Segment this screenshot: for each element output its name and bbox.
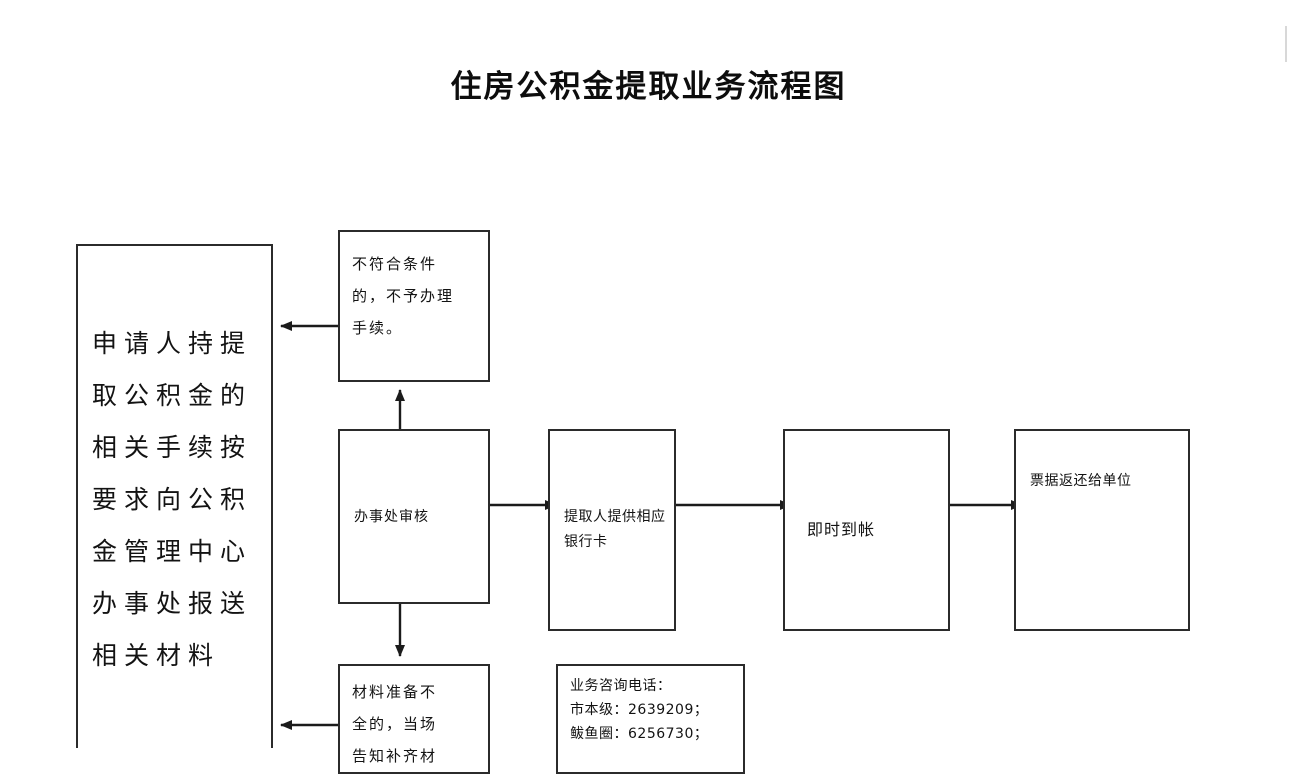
node-label-materials-incomplete: 材料准备不 全的，当场 告知补齐材 (352, 683, 438, 765)
node-label-service-phone-info: 业务咨询电话： 市本级：2639209； 鲅鱼圈：6256730； (570, 678, 709, 742)
node-receipt-returned-to-unit: 票据返还给单位 (1014, 429, 1190, 631)
node-materials-incomplete: 材料准备不 全的，当场 告知补齐材 (338, 664, 490, 774)
node-withdrawer-provides-bank-card: 提取人提供相应 银行卡 (548, 429, 676, 631)
node-label-not-eligible-no-processing: 不符合条件 的，不予办理 手续。 (352, 255, 455, 337)
node-service-phone-info: 业务咨询电话： 市本级：2639209； 鲅鱼圈：6256730； (556, 664, 745, 774)
node-label-receipt-returned-to-unit: 票据返还给单位 (1030, 473, 1132, 489)
node-instant-arrival: 即时到帐 (783, 429, 950, 631)
page-title: 住房公积金提取业务流程图 (450, 69, 847, 105)
node-applicant-submit-materials: 申请人持提 取公积金的 相关手续按 要求向公积 金管理中心 办事处报送 相关材料 (76, 244, 273, 748)
node-not-eligible-no-processing: 不符合条件 的，不予办理 手续。 (338, 230, 490, 382)
node-office-review: 办事处审核 (338, 429, 490, 604)
node-label-instant-arrival: 即时到帐 (807, 520, 876, 539)
node-label-withdrawer-provides-bank-card: 提取人提供相应 银行卡 (564, 509, 666, 550)
node-label-applicant-submit-materials: 申请人持提 取公积金的 相关手续按 要求向公积 金管理中心 办事处报送 相关材料 (92, 329, 253, 670)
connector-layer (280, 321, 1023, 730)
node-label-office-review: 办事处审核 (354, 508, 429, 525)
page-corner-mark (1285, 26, 1287, 62)
